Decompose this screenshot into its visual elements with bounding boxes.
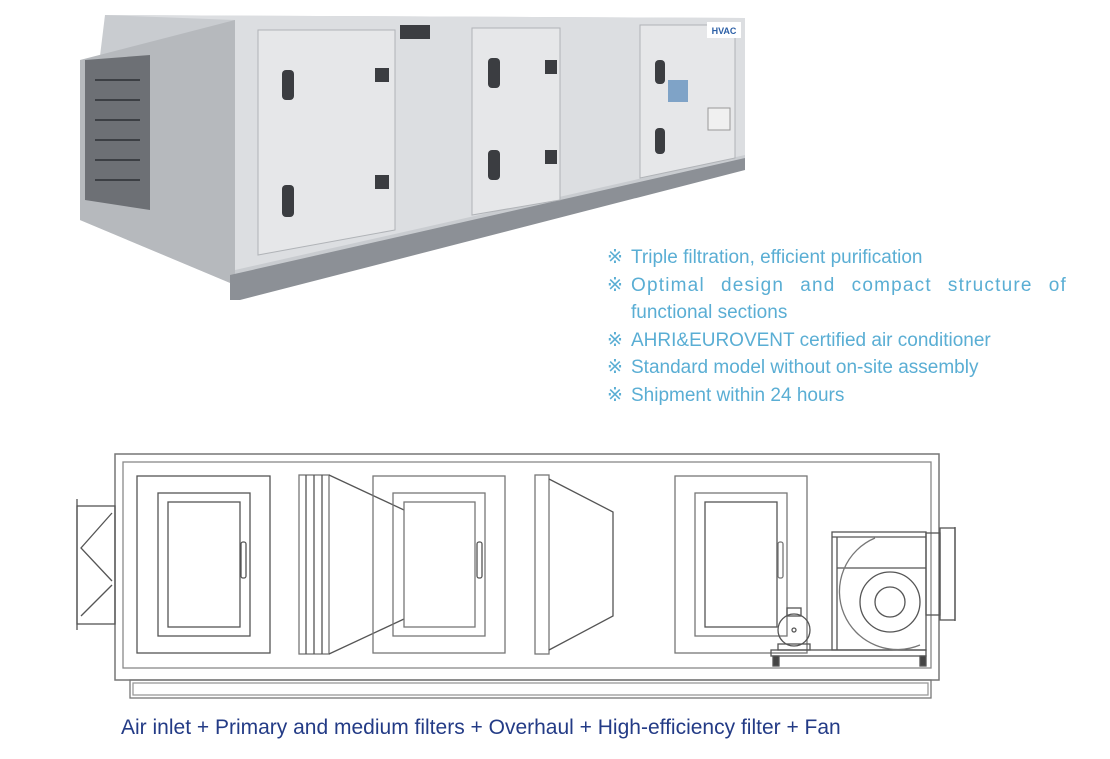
- reference-mark-icon: ※: [607, 357, 623, 378]
- feature-list: ※Triple filtration, efficient purificati…: [607, 244, 1067, 409]
- reference-mark-icon: ※: [607, 329, 623, 351]
- hvac-badge: HVAC: [712, 26, 737, 36]
- air-handling-unit-photo: HVAC: [80, 15, 745, 300]
- reference-mark-icon: ※: [607, 247, 623, 268]
- access-door-2: [372, 475, 506, 654]
- high-efficiency-filter: [534, 474, 614, 655]
- fan-section: [770, 527, 956, 667]
- reference-mark-icon: ※: [607, 384, 623, 406]
- feature-item: ※AHRI&EUROVENT certified air conditioner: [607, 327, 1067, 355]
- feature-item: ※Shipment within 24 hours: [607, 382, 1067, 410]
- diagram-caption: Air inlet + Primary and medium filters +…: [121, 716, 841, 739]
- casing: [114, 453, 940, 699]
- primary-medium-filter: [298, 474, 405, 655]
- feature-item-continuation: functional sections: [631, 302, 788, 323]
- feature-item: ※Standard model without on-site assembly: [607, 354, 1067, 382]
- access-door-1: [136, 475, 271, 654]
- feature-item: ※Optimal design and compact structure of: [607, 272, 1067, 300]
- feature-item: ※Triple filtration, efficient purificati…: [607, 244, 1067, 272]
- air-inlet: [76, 499, 116, 630]
- access-door-3: [674, 475, 808, 654]
- reference-mark-icon: ※: [607, 274, 623, 296]
